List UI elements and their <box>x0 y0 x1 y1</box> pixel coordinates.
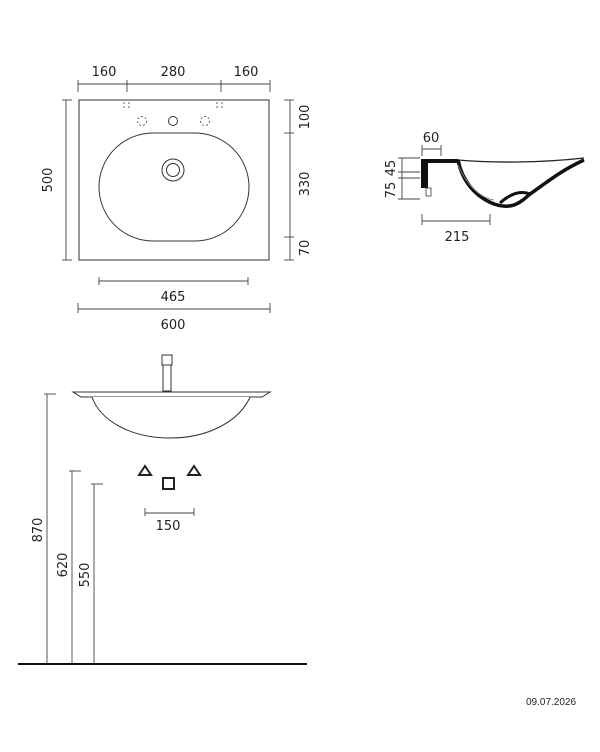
height-dim-taps: 620 <box>56 553 71 578</box>
drawing-date: 09.07.2026 <box>526 697 577 708</box>
bowl-width-dim: 465 <box>161 290 186 305</box>
depth-dim-front: 70 <box>298 240 313 257</box>
width-dim-center: 280 <box>161 65 186 80</box>
depth-dim-back: 100 <box>298 105 313 130</box>
tap-spacing-dim: 150 <box>156 519 181 534</box>
faucet-head <box>161 354 173 366</box>
section-base-width-dim: 215 <box>445 230 470 245</box>
tap-hole-right <box>200 116 210 126</box>
total-width-dim: 600 <box>161 318 186 333</box>
section-rim-line <box>457 157 585 163</box>
basin-front-bowl <box>91 396 251 439</box>
tap-right-icon <box>186 464 202 476</box>
section-back-wall <box>421 159 461 188</box>
tap-left-icon <box>137 464 153 476</box>
section-height-upper: 45 <box>384 160 399 177</box>
depth-dim-bowl: 330 <box>298 172 313 197</box>
waste-outlet-icon <box>162 477 175 490</box>
width-dim-right: 160 <box>234 65 259 80</box>
height-dim-waste: 550 <box>78 563 93 588</box>
drain-inner <box>166 163 180 177</box>
bowl-outline <box>98 132 250 242</box>
tap-hole-left <box>137 116 147 126</box>
width-dim-left: 160 <box>92 65 117 80</box>
tap-hole-center <box>168 116 178 126</box>
depth-dim-total: 500 <box>41 168 56 193</box>
section-height-lower: 75 <box>384 182 399 199</box>
top-view: 160 280 160 500 100 330 70 <box>41 65 313 333</box>
rim-width-dim: 60 <box>423 131 440 146</box>
front-view: 150 870 620 550 <box>18 354 307 665</box>
section-bowl-profile <box>456 158 585 208</box>
basin-front-slab <box>71 391 272 398</box>
section-view: 60 45 75 215 <box>384 131 585 245</box>
height-dim-rim: 870 <box>31 518 46 543</box>
